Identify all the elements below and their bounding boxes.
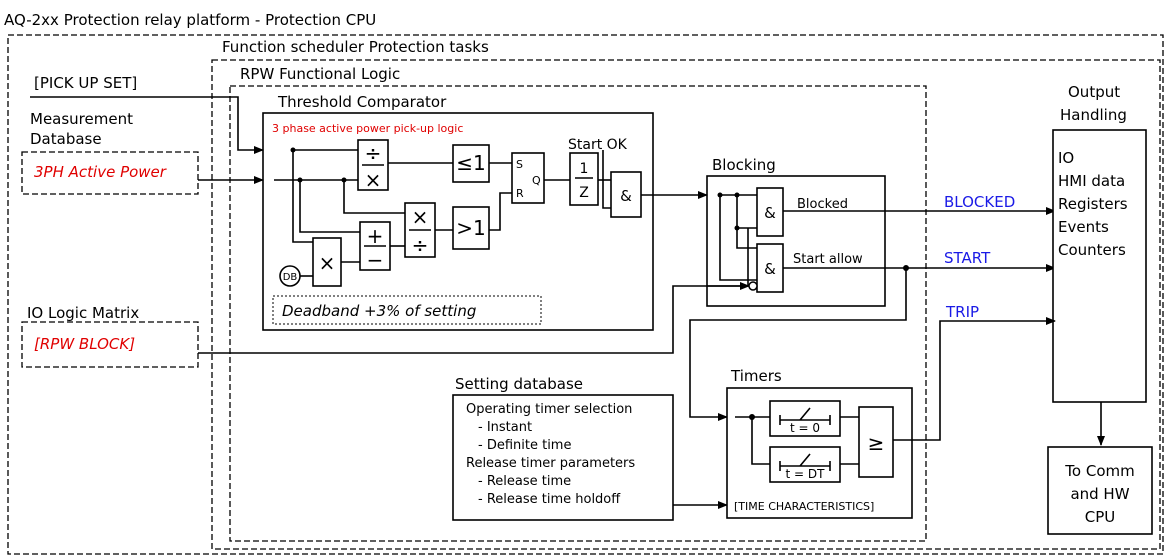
and-symbol-2: &	[764, 204, 776, 222]
pickup-logic-subtitle: 3 phase active power pick-up logic	[272, 122, 463, 135]
ge-block	[858, 406, 894, 478]
z-symbol: Z	[579, 185, 589, 201]
output-item-registers: Registers	[1058, 195, 1128, 213]
unit-delay-block	[569, 152, 599, 206]
pickup-set-label: [PICK UP SET]	[34, 74, 137, 92]
io-matrix-box	[21, 321, 199, 368]
le1-symbol: ≤1	[456, 151, 485, 175]
io-matrix-label: IO Logic Matrix	[27, 304, 139, 322]
comm-line-3: CPU	[1085, 508, 1116, 526]
setting-line-4: Release timer parameters	[466, 456, 635, 471]
threshold-title: Threshold Comparator	[277, 93, 447, 111]
deadband-note: Deadband +3% of setting	[282, 302, 476, 320]
setting-db-title: Setting database	[455, 375, 583, 393]
rpw-block-signal: [RPW BLOCK]	[34, 335, 135, 353]
start-ok-label: Start OK	[568, 137, 628, 153]
setting-db-box	[452, 394, 674, 521]
measurement-box	[21, 151, 199, 195]
start-allow-and-gate	[756, 243, 784, 293]
scheduler-label: Function scheduler Protection tasks	[222, 38, 489, 56]
measurement-label-2: Database	[30, 130, 102, 148]
gt1-block	[452, 206, 490, 250]
timers-title: Timers	[730, 367, 782, 385]
active-power-signal: 3PH Active Power	[34, 163, 167, 181]
comm-line-2: and HW	[1070, 485, 1129, 503]
tdt-label: t = DT	[786, 467, 826, 481]
time-characteristics-label: [TIME CHARACTERISTICS]	[734, 500, 874, 513]
setting-line-1: Operating timer selection	[466, 402, 632, 417]
multiply-symbol: ×	[365, 168, 382, 192]
sr-flipflop	[511, 152, 545, 204]
output-item-io: IO	[1058, 149, 1074, 167]
setting-line-6: - Release time holdoff	[478, 492, 621, 507]
sr-r: R	[516, 187, 524, 200]
minus-symbol: −	[367, 248, 384, 272]
output-item-counters: Counters	[1058, 241, 1126, 259]
comm-box	[1047, 446, 1153, 535]
trip-output: TRIP	[945, 303, 979, 321]
setting-line-5: - Release time	[478, 474, 571, 489]
deadband-multiply-block	[312, 237, 342, 287]
and-symbol-1: &	[620, 187, 632, 205]
divide-symbol-2: ÷	[412, 233, 429, 257]
blocked-and-gate	[756, 187, 784, 237]
multiply-symbol-2: ×	[412, 205, 429, 229]
start-allow-label: Start allow	[793, 252, 863, 267]
setting-line-2: - Instant	[478, 420, 532, 435]
blocked-label: Blocked	[797, 197, 848, 212]
timer-instant-block	[769, 400, 841, 437]
blocking-title: Blocking	[712, 156, 776, 174]
scheduler-frame	[211, 59, 1161, 550]
sr-q: Q	[532, 174, 541, 187]
le1-block	[452, 144, 490, 183]
platform-title: AQ-2xx Protection relay platform - Prote…	[4, 11, 376, 29]
divide-symbol: ÷	[365, 141, 382, 165]
plus-symbol: +	[367, 224, 384, 248]
output-item-events: Events	[1058, 218, 1109, 236]
blocked-output: BLOCKED	[944, 193, 1015, 211]
output-handling-title-2: Handling	[1060, 106, 1127, 124]
rpw-frame	[229, 85, 927, 542]
comm-line-1: To Comm	[1064, 462, 1134, 480]
deadband-note-box	[272, 295, 542, 325]
multiply-symbol-3: ×	[319, 251, 336, 275]
timer-definite-block	[769, 446, 841, 483]
protection-cpu-frame	[7, 34, 1164, 555]
output-handling-title-1: Output	[1068, 83, 1120, 101]
output-item-hmi: HMI data	[1058, 172, 1125, 190]
sr-s: S	[516, 158, 523, 171]
one-symbol: 1	[580, 161, 589, 177]
gt1-symbol: >1	[456, 216, 485, 240]
setting-line-3: - Definite time	[478, 438, 571, 453]
start-ok-and-gate	[610, 171, 642, 218]
t0-label: t = 0	[790, 421, 820, 435]
start-output: START	[944, 249, 991, 267]
output-handling-box	[1052, 129, 1147, 403]
and-symbol-3: &	[764, 260, 776, 278]
ge-symbol: ≥	[868, 431, 885, 455]
db-label: DB	[283, 272, 298, 283]
rpw-label: RPW Functional Logic	[240, 65, 400, 83]
measurement-label-1: Measurement	[30, 110, 133, 128]
